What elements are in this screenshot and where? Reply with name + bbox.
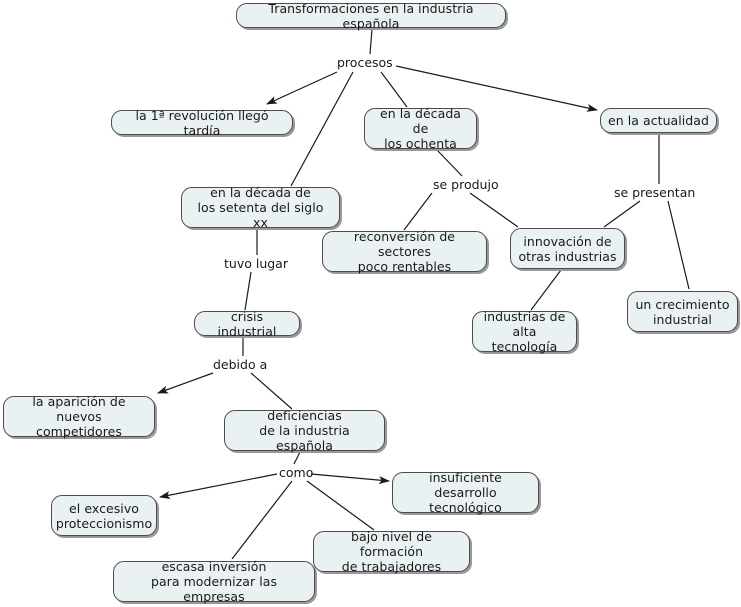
edge-procesos-to-actualidad (395, 65, 598, 112)
edge-tuvolugar-to-crisis (244, 271, 252, 311)
concept-node-deficiencias[interactable]: deficiencias de la industria española (224, 408, 385, 453)
edge-como-to-proteccionismo (159, 473, 278, 499)
edge-procesos-to-ochenta (380, 71, 408, 108)
concept-node-tecnologico[interactable]: insuficiente desarrollo tecnológico (392, 470, 539, 515)
concept-node-root[interactable]: Transformaciones en la industria español… (236, 1, 506, 31)
edge-ochenta-to-seproduju (436, 149, 463, 177)
edge-label-debido-a: debido a (213, 357, 268, 372)
concept-node-crecimiento[interactable]: un crecimiento industrial (627, 291, 738, 332)
concept-node-actualidad[interactable]: en la actualidad (600, 108, 717, 133)
concept-node-altatecnologia[interactable]: industrias de alta tecnología (472, 309, 577, 354)
concept-node-proteccionismo[interactable]: el excesivo proteccionismo (51, 495, 157, 536)
concept-node-innovacion[interactable]: innovación de otras industrias (510, 228, 625, 269)
edge-seproduju-to-reconv (403, 192, 433, 231)
concept-node-competidores[interactable]: la aparición de nuevos competidores (3, 394, 155, 439)
edge-como-to-formacion (306, 480, 375, 531)
edge-sepresent-to-crecim (667, 200, 690, 290)
edge-label-se-presentan: se presentan (614, 185, 696, 200)
edge-seproduju-to-innov (469, 192, 519, 228)
edge-innov-to-altatec (530, 269, 562, 311)
concept-node-crisis[interactable]: crisis industrial (194, 309, 300, 339)
edge-label-procesos: procesos (337, 55, 393, 70)
edge-procesos-to-setenta (290, 71, 354, 187)
edge-label-se-produjo: se produjo (433, 177, 499, 192)
edge-deficiencias-to-como (293, 451, 301, 465)
edge-root-to-procesos (369, 28, 373, 55)
edge-sepresent-to-innov (603, 200, 641, 228)
concept-node-formacion[interactable]: bajo nivel de formación de trabajadores (313, 529, 470, 574)
edge-como-to-tecnologico (310, 473, 390, 485)
concept-node-revolucion[interactable]: la 1ª revolución llegó tardía (111, 108, 293, 138)
edge-label-tuvo-lugar: tuvo lugar (224, 256, 288, 271)
edge-debidoa-to-deficiencias (250, 372, 293, 410)
edge-procesos-to-revolucion (266, 71, 338, 105)
edge-como-to-inversion (231, 480, 293, 560)
edge-label-como: como (279, 465, 314, 480)
edge-debidoa-to-competidores (157, 372, 214, 394)
concept-node-ochenta[interactable]: en la década de los ochenta (364, 106, 477, 151)
concept-node-inversion[interactable]: escasa inversión para modernizar las emp… (113, 559, 315, 604)
concept-node-reconversion[interactable]: reconversión de sectores poco rentables (322, 229, 487, 274)
concept-node-setenta[interactable]: en la década de los setenta del siglo xx (181, 185, 340, 230)
